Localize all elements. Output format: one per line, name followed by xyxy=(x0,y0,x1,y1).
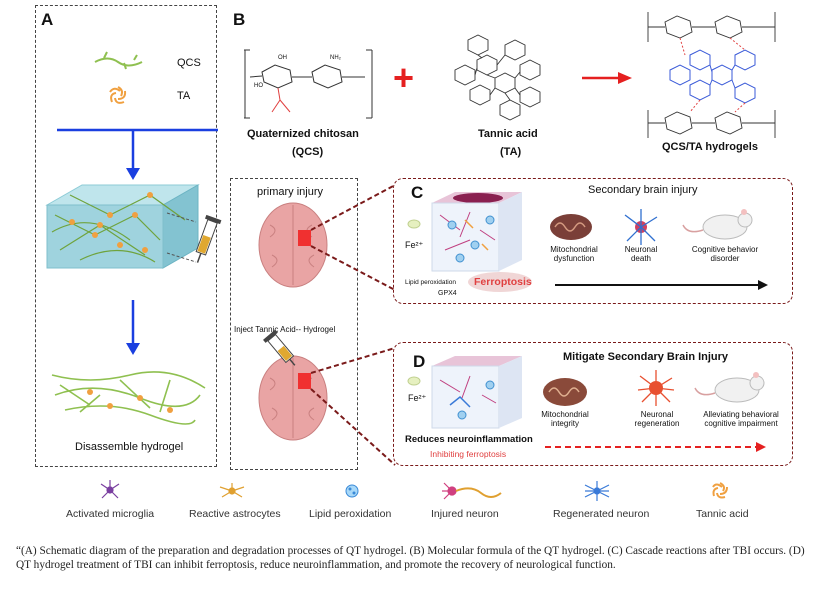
legend-tannic-acid: Tannic acid xyxy=(696,508,749,520)
tannic-label-2: (TA) xyxy=(500,146,522,158)
chitosan-ho: HO xyxy=(254,83,263,89)
tissue-block-d xyxy=(407,356,522,429)
chitosan-label-2: (QCS) xyxy=(292,146,324,158)
panel-d-box xyxy=(393,342,793,466)
legend-lipid-peroxidation: Lipid peroxidation xyxy=(309,508,392,520)
panel-c-ferroptosis: Ferroptosis xyxy=(474,276,532,288)
legend-injured-neuron: Injured neuron xyxy=(431,508,499,520)
panel-c-gpx4: GPX4 xyxy=(438,290,457,297)
panel-c-title: Secondary brain injury xyxy=(588,184,698,196)
tannic-acid-structure xyxy=(454,34,541,121)
panel-d-item3: Alleviating behavioral cognitive impairm… xyxy=(703,410,779,429)
qcs-fiber-icon xyxy=(94,51,143,70)
tannic-acid-legend-icon xyxy=(712,482,728,499)
plus-sign: + xyxy=(393,57,414,98)
panel-d-letter: D xyxy=(413,352,426,371)
arrow-down-icon xyxy=(126,168,140,180)
activated-microglia-icon xyxy=(100,480,120,499)
chitosan-structure xyxy=(244,49,373,119)
panel-c-item2: Neuronal death xyxy=(624,245,658,264)
neuron-death-icon xyxy=(624,209,658,245)
panel-d-title: Mitigate Secondary Brain Injury xyxy=(563,351,729,363)
brain-column-box xyxy=(230,178,358,470)
panel-b-letter: B xyxy=(233,10,246,29)
arrow-right-black-icon xyxy=(758,280,768,290)
hydrogel-cube xyxy=(45,184,200,269)
hydrogel-syringe-icon xyxy=(263,329,296,366)
panel-c-item1: Mitochondrial dysfunction xyxy=(550,245,598,264)
injury-site xyxy=(298,230,311,246)
panel-d-fe: Fe²⁺ xyxy=(408,393,427,403)
legend-activated-microglia: Activated microglia xyxy=(66,508,155,520)
inject-label: Inject Tannic Acid-- Hydrogel xyxy=(234,325,336,334)
mitochondria-healthy-icon xyxy=(543,378,587,406)
panel-d-reduces: Reduces neuroinflammation xyxy=(405,434,533,445)
neuron-regeneration-icon xyxy=(637,370,675,406)
syringe-icon xyxy=(166,212,222,263)
brain-bottom-icon xyxy=(258,355,328,441)
panel-d-inhibiting: Inhibiting ferroptosis xyxy=(430,449,507,459)
legend-regenerated-neuron: Regenerated neuron xyxy=(553,508,650,520)
panel-d-item1: Mitochondrial integrity xyxy=(541,410,589,429)
arrow-down-icon-2 xyxy=(126,343,140,355)
qcs-label: QCS xyxy=(177,57,201,69)
treated-site xyxy=(298,373,311,389)
panel-a-letter: A xyxy=(41,10,54,29)
tannic-label-1: Tannic acid xyxy=(478,128,538,140)
arrow-right-icon xyxy=(618,72,632,84)
arrow-right-red-icon xyxy=(756,442,766,452)
regenerated-neuron-icon xyxy=(584,481,610,501)
disassembled-hydrogel xyxy=(51,371,206,425)
legend-reactive-astrocytes: Reactive astrocytes xyxy=(189,508,281,520)
hydrogel-label: QCS/TA hydrogels xyxy=(662,141,758,153)
mitochondria-damaged-icon xyxy=(550,214,592,240)
disassemble-label: Disassemble hydrogel xyxy=(75,441,184,453)
panel-c-item3: Cognitive behavior disorder xyxy=(691,245,759,264)
ta-label: TA xyxy=(177,90,191,102)
panel-c-box xyxy=(393,178,793,304)
brain-top-icon xyxy=(258,202,328,288)
mouse-disorder-icon xyxy=(682,209,753,240)
chitosan-label-1: Quaternized chitosan xyxy=(247,128,359,140)
chitosan-oh: OH xyxy=(278,55,287,61)
panel-c-lipid: Lipid peroxidation xyxy=(405,279,456,286)
reactive-astrocytes-icon xyxy=(219,483,245,498)
figure-caption: “(A) Schematic diagram of the preparatio… xyxy=(16,545,805,571)
tissue-block-c xyxy=(407,192,532,292)
injured-neuron-icon xyxy=(442,482,502,500)
primary-injury-label: primary injury xyxy=(257,186,324,198)
mouse-recovery-icon xyxy=(694,372,765,403)
panel-d-item2: Neuronal regeneration xyxy=(634,410,680,429)
chitosan-nh2: NH₂ xyxy=(330,55,341,61)
tannic-acid-icon xyxy=(109,86,127,104)
lipid-peroxidation-icon xyxy=(345,484,359,498)
panel-c-letter: C xyxy=(411,183,424,202)
panel-c-fe: Fe²⁺ xyxy=(405,240,424,250)
panel-a-box xyxy=(35,5,217,467)
hydrogel-tannic-core xyxy=(669,49,756,104)
hydrogel-structure xyxy=(647,12,776,138)
